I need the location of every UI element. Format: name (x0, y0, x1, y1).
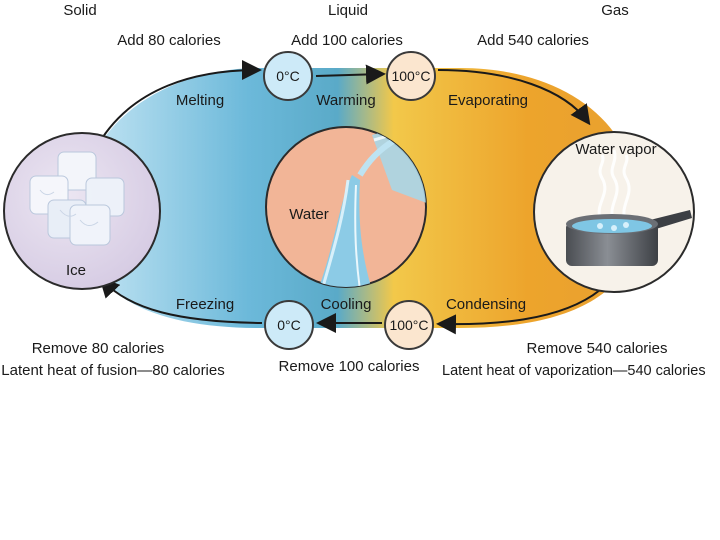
cooling-label: Cooling (320, 296, 372, 313)
remove-100-calories-label: Remove 100 calories (278, 358, 420, 375)
ice-cubes-illustration (29, 151, 125, 246)
ice-label: Ice (65, 262, 87, 279)
remove-80-calories-label: Remove 80 calories (31, 340, 165, 357)
water-vapor-node (533, 131, 695, 293)
freezing-label: Freezing (175, 296, 235, 313)
phase-gas-label: Gas (601, 2, 629, 19)
phase-solid-label: Solid (63, 2, 97, 19)
heating-arrow-left (94, 60, 262, 151)
cooling-arrow-left (99, 277, 263, 324)
water-label: Water (289, 206, 329, 223)
remove-540-calories-label: Remove 540 calories (526, 340, 668, 357)
melting-label: Melting (175, 92, 225, 109)
cooling-arrow-right (436, 289, 601, 335)
add-540-calories-label: Add 540 calories (477, 32, 589, 49)
ice-node (3, 132, 161, 290)
latent-heat-fusion-label: Latent heat of fusion—80 calories (1, 362, 225, 379)
heating-arrow-mid (315, 64, 386, 85)
evaporating-label: Evaporating (447, 92, 529, 109)
temp-node-top-left: 0°C (263, 51, 313, 101)
warming-label: Warming (316, 92, 376, 109)
temp-node-bottom-right: 100°C (384, 300, 434, 350)
add-80-calories-label: Add 80 calories (117, 32, 221, 49)
heating-arrow-right (437, 69, 591, 126)
temp-node-bottom-left: 0°C (264, 300, 314, 350)
temp-node-top-right: 100°C (386, 51, 436, 101)
latent-heat-vaporization-label: Latent heat of vaporization—540 calories (442, 363, 706, 379)
pot-illustration (566, 210, 692, 266)
condensing-label: Condensing (445, 296, 527, 313)
steam-illustration (597, 149, 631, 223)
add-100-calories-label: Add 100 calories (291, 32, 403, 49)
phase-liquid-label: Liquid (327, 2, 369, 19)
water-vapor-label: Water vapor (575, 141, 657, 158)
